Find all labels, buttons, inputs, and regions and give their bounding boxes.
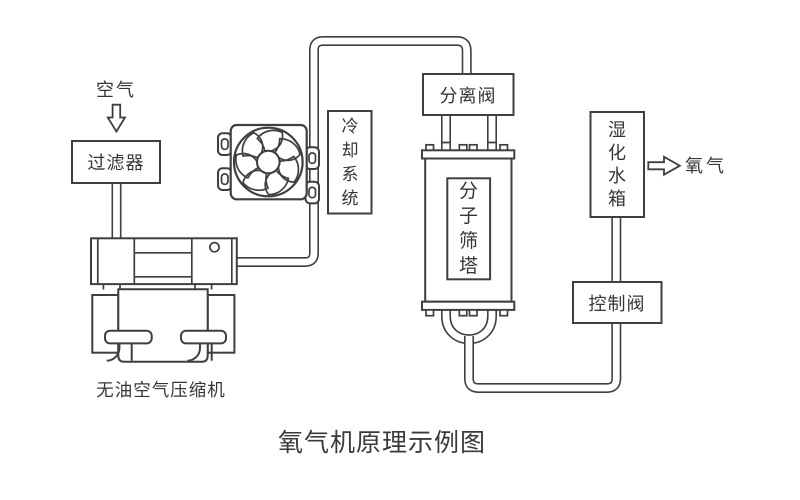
cooling-fan-icon xyxy=(217,123,320,205)
air-inlet-arrow-icon xyxy=(106,103,127,134)
compressor-port-hole xyxy=(209,241,220,253)
pipe-tower-to-control-valve xyxy=(464,324,622,393)
tower-label-plate xyxy=(446,177,492,281)
cooling-system-label: 冷却系统 xyxy=(341,116,359,209)
compressor-foot-right xyxy=(180,329,227,345)
control-valve-label: 控制阀 xyxy=(588,293,646,315)
pipe-compressor-to-separation-valve xyxy=(235,36,472,267)
diagram-title: 氧气机原理示例图 xyxy=(277,428,486,457)
compressor-figure xyxy=(90,237,238,363)
oxygen-outlet-arrow-icon xyxy=(647,155,682,177)
control-valve-box xyxy=(572,281,663,324)
filter-box xyxy=(71,140,161,184)
oxygen-output-label: 氧气 xyxy=(685,156,727,177)
compressor-foot-left xyxy=(104,329,153,345)
separation-valve-label: 分离阀 xyxy=(439,85,497,107)
separation-valve-box xyxy=(422,73,515,116)
air-input-label: 空气 xyxy=(96,80,136,101)
molecular-sieve-tower-figure xyxy=(421,143,516,317)
humidifying-tank-box xyxy=(589,111,645,218)
filter-label: 过滤器 xyxy=(87,153,145,174)
humidifying-tank-label: 湿化水箱 xyxy=(608,119,626,210)
cooling-system-box xyxy=(327,110,373,215)
compressor-label: 无油空气压缩机 xyxy=(96,380,226,401)
molecular-sieve-tower-label: 分子筛塔 xyxy=(458,179,478,277)
